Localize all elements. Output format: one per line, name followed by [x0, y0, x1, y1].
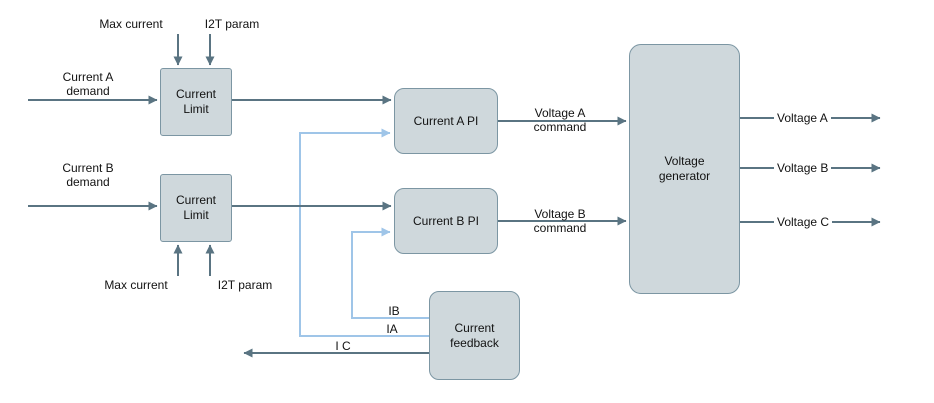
label-ic: I C — [335, 339, 351, 353]
block-current-limit-b: Current Limit — [160, 174, 232, 242]
label-i2t-param-top: I2T param — [204, 17, 260, 31]
block-current-b-pi: Current B PI — [394, 188, 498, 254]
label-voltage-b-output: Voltage B — [774, 161, 832, 176]
block-current-a-pi: Current A PI — [394, 88, 498, 154]
label-ib: IB — [388, 304, 400, 318]
label-i2t-param-bottom: I2T param — [217, 278, 273, 292]
block-current-feedback: Current feedback — [429, 291, 520, 380]
label-voltage-c-output: Voltage C — [774, 215, 833, 230]
label-ia: IA — [386, 322, 398, 336]
label-voltage-a-output: Voltage A — [774, 111, 831, 126]
label-current-a-demand: Current A demand — [62, 70, 114, 99]
label-current-b-demand: Current B demand — [62, 161, 114, 190]
label-max-current-bottom: Max current — [104, 278, 168, 292]
label-max-current-top: Max current — [99, 17, 163, 31]
label-voltage-a-command: Voltage A command — [533, 106, 587, 135]
block-current-limit-a: Current Limit — [160, 68, 232, 136]
block-voltage-generator: Voltage generator — [629, 44, 740, 294]
label-voltage-b-command: Voltage B command — [533, 207, 587, 236]
connector-ib-feedback — [351, 227, 429, 319]
connector-ia-feedback — [299, 128, 429, 337]
